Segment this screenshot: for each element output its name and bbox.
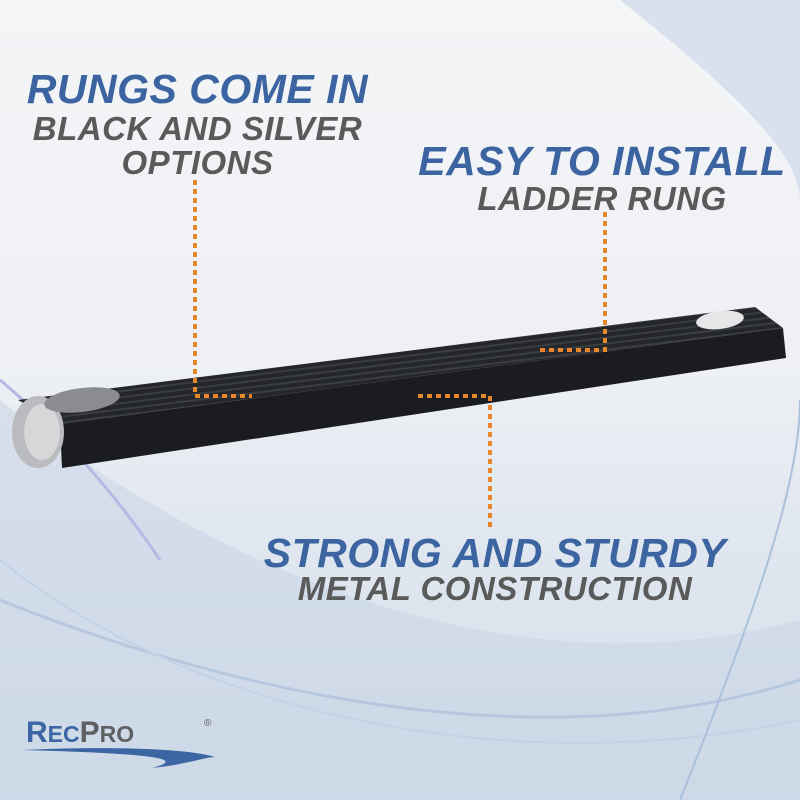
svg-text:®: ® [204,718,212,729]
callout-2-title: EASY TO INSTALL [418,138,786,184]
callout-3-line-1: METAL CONSTRUCTION [297,570,693,607]
svg-text:RECPRO: RECPRO [26,716,134,749]
callout-2-line-1: LADDER RUNG [477,180,727,217]
callout-1-line-1: BLACK AND SILVER [32,110,363,147]
callout-3-title: STRONG AND STURDY [263,530,727,576]
recpro-logo: RECPRO ® [22,716,218,768]
callout-1-title: RUNGS COME IN [26,66,369,112]
callout-1-line-2: OPTIONS [121,144,274,181]
